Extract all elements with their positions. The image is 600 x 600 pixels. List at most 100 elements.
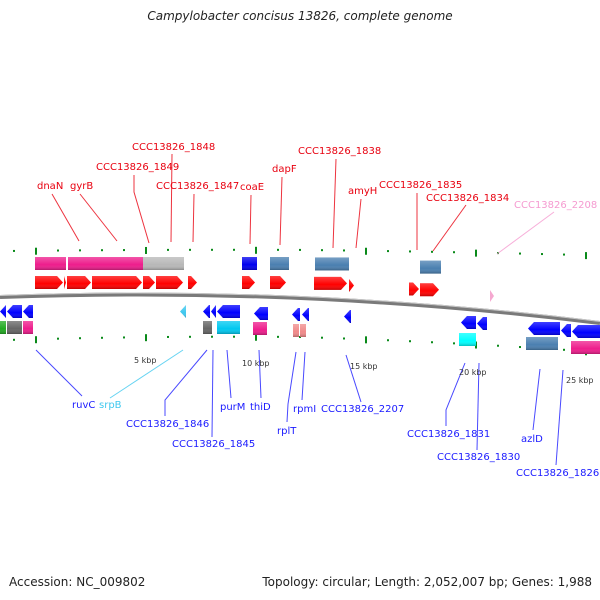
accession-text: Accession: NC_009802: [9, 575, 146, 589]
major-tick: [145, 246, 147, 254]
gene-label: purM: [220, 402, 245, 413]
minor-tick: [387, 339, 389, 342]
minor-tick: [277, 335, 279, 338]
gene-label: rplT: [277, 426, 297, 437]
leader-line: [109, 349, 184, 399]
minor-tick: [299, 336, 301, 339]
minor-tick: [79, 337, 81, 340]
gene-label: CCC13826_2207: [321, 404, 404, 415]
leader-line: [258, 349, 262, 399]
gene-label: CCC13826_1846: [126, 419, 209, 430]
cds-track-reverse: [0, 305, 600, 338]
minor-tick: [321, 249, 323, 252]
scale-tick-label: 25 kbp: [566, 376, 594, 385]
minor-tick: [299, 248, 301, 251]
minor-tick: [519, 252, 521, 255]
leader-line: [226, 349, 232, 399]
gene-label: dnaN: [37, 181, 63, 192]
leader-line: [170, 153, 173, 243]
minor-tick: [277, 248, 279, 251]
minor-tick: [431, 341, 433, 344]
gene-label: CCC13826_1834: [426, 193, 509, 204]
minor-tick: [123, 336, 125, 339]
minor-tick: [409, 250, 411, 253]
gene-label: CCC13826_1848: [132, 142, 215, 153]
gene-label: CCC13826_1849: [96, 162, 179, 173]
gene-label: CCC13826_1847: [156, 181, 239, 192]
minor-tick: [57, 249, 59, 252]
scale-tick-label: 10 kbp: [242, 359, 270, 368]
leader-line: [79, 193, 118, 242]
pseudo-arrow: [490, 290, 494, 302]
minor-tick: [409, 340, 411, 343]
gene-label: CCC13826_1845: [172, 439, 255, 450]
gene-label: amyH: [348, 186, 377, 197]
gene-label: CCC13826_2208: [514, 200, 597, 211]
minor-tick: [101, 249, 103, 252]
leader-line: [301, 351, 306, 401]
leader-line: [35, 349, 83, 397]
scale-tick-label: 5 kbp: [134, 356, 156, 365]
minor-tick: [211, 248, 213, 251]
minor-tick: [101, 336, 103, 339]
minor-tick: [233, 248, 235, 251]
gene-label: thiD: [250, 402, 271, 413]
major-tick: [35, 336, 37, 344]
major-tick: [35, 247, 37, 255]
gene-label: CCC13826_1835: [379, 180, 462, 191]
topology-summary: Topology: circular; Length: 2,052,007 bp…: [262, 575, 592, 589]
minor-tick: [167, 248, 169, 251]
gene-label: CCC13826_1838: [298, 146, 381, 157]
minor-tick: [497, 344, 499, 347]
cog-track-reverse: [0, 321, 600, 354]
minor-tick: [167, 335, 169, 338]
leader-line: [51, 193, 80, 242]
minor-tick: [387, 250, 389, 253]
leader-line: [332, 158, 337, 249]
leader-line: [164, 349, 208, 416]
leader-line: [496, 211, 555, 255]
minor-tick: [13, 338, 15, 341]
leader-line: [432, 204, 467, 252]
minor-tick: [453, 342, 455, 345]
minor-tick: [189, 248, 191, 251]
gene-label: azlD: [521, 434, 543, 445]
major-tick: [365, 247, 367, 255]
leader-line: [555, 369, 564, 466]
minor-tick: [233, 335, 235, 338]
minor-tick: [563, 253, 565, 256]
leader-line: [249, 194, 252, 245]
gene-label: dapF: [272, 164, 297, 175]
minor-tick: [211, 335, 213, 338]
minor-tick: [563, 348, 565, 351]
minor-tick: [431, 250, 433, 253]
gene-label: ruvC: [72, 400, 95, 411]
minor-tick: [321, 336, 323, 339]
gene-label: CCC13826_1826: [516, 468, 599, 479]
minor-tick: [57, 337, 59, 340]
minor-tick: [541, 253, 543, 256]
gene-label: CCC13826_1831: [407, 429, 490, 440]
leader-line: [286, 351, 297, 423]
minor-tick: [79, 249, 81, 252]
label-leaders: [35, 153, 564, 466]
leader-line: [279, 176, 283, 246]
major-tick: [475, 249, 477, 257]
scale-tick-label: 15 kbp: [350, 362, 378, 371]
minor-tick: [123, 249, 125, 252]
gene-label: coaE: [240, 182, 264, 193]
minor-tick: [13, 249, 15, 252]
leader-line: [192, 193, 195, 243]
leader-line: [345, 354, 362, 403]
minor-tick: [189, 335, 191, 338]
gene-label: CCC13826_1830: [437, 452, 520, 463]
gene-label: srpB: [99, 400, 122, 411]
gene-label: rpmI: [293, 404, 316, 415]
cog-track-forward: [35, 257, 441, 274]
cds-track-forward: [35, 276, 494, 302]
minor-tick: [519, 346, 521, 349]
genome-backbone: [0, 292, 600, 325]
